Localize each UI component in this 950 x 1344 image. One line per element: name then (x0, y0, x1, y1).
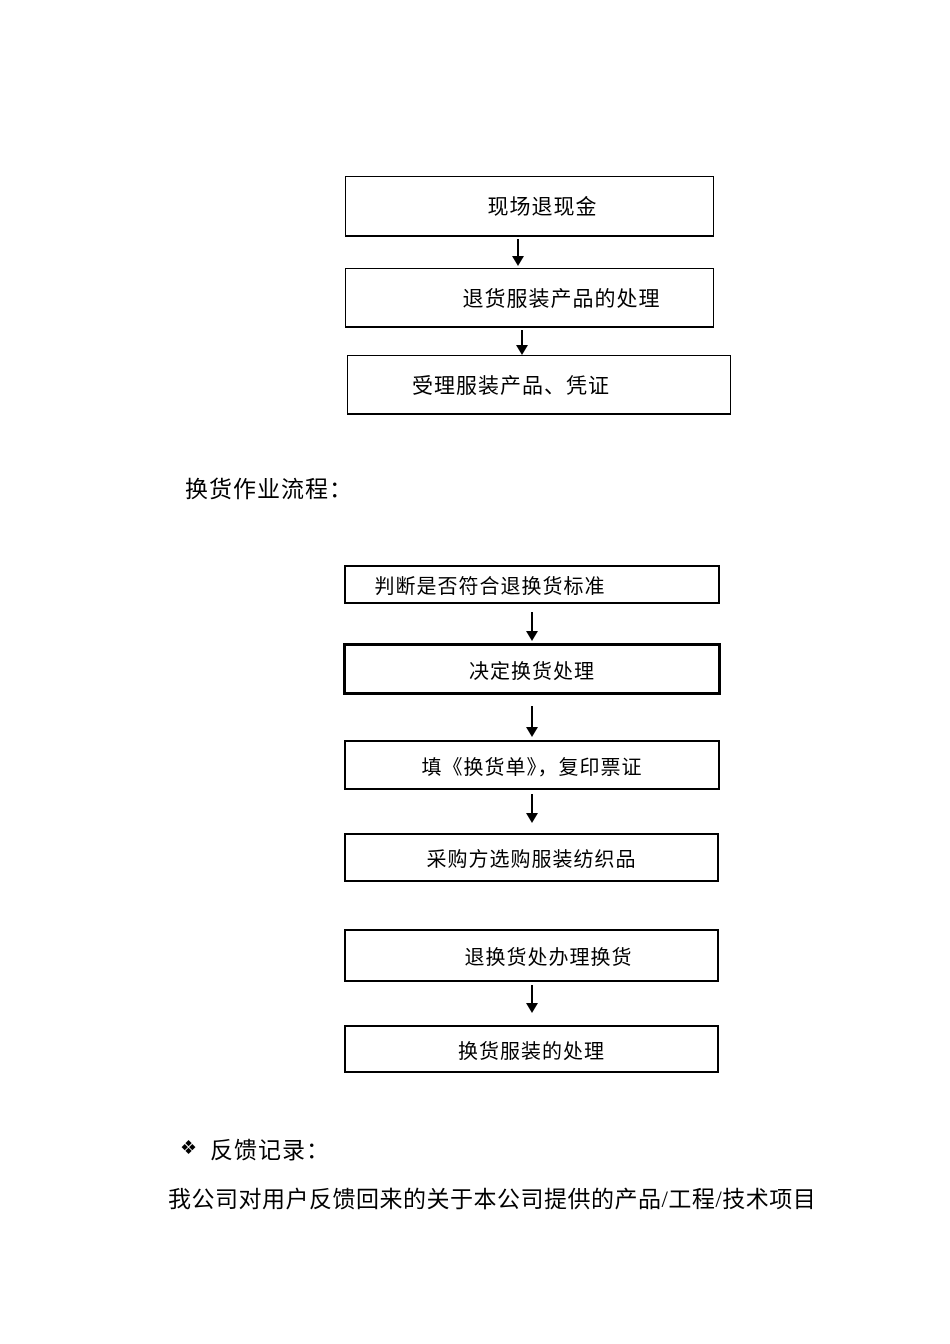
feedback-record-line: ❖ 反馈记录： (180, 1131, 330, 1165)
feedback-body-text: 我公司对用户反馈回来的关于本公司提供的产品/工程/技术项目 (168, 1187, 817, 1212)
down-arrow-icon (525, 706, 539, 737)
flow-box-label: 采购方选购服装纺织品 (426, 849, 637, 871)
down-arrow-icon (515, 330, 529, 355)
flow-box-returned-garment-handling: 退货服装产品的处理 (345, 268, 714, 328)
flow-box-label: 退换货处办理换货 (464, 947, 633, 969)
down-arrow-icon (525, 794, 539, 823)
flow-box-buyer-select-textile: 采购方选购服装纺织品 (344, 833, 719, 882)
flow-box-exchanged-garment-handling: 换货服装的处理 (344, 1025, 719, 1073)
down-arrow-icon (525, 612, 539, 641)
flow-box-label: 判断是否符合退换货标准 (374, 576, 606, 598)
section-heading-exchange-process: 换货作业流程： (185, 477, 353, 502)
diamond-bullet-icon: ❖ (180, 1137, 198, 1159)
flow-box-label: 受理服装产品、凭证 (412, 373, 610, 398)
flow-box-label: 退货服装产品的处理 (462, 286, 661, 311)
flow-box-label: 换货服装的处理 (458, 1040, 605, 1063)
flow-box-refund-cash: 现场退现金 (345, 176, 714, 237)
flow-box-label: 决定换货处理 (469, 660, 595, 683)
flow-box-judge-exchange-standard: 判断是否符合退换货标准 (344, 565, 720, 604)
flow-box-fill-exchange-form: 填《换货单》，复印票证 (344, 740, 720, 790)
feedback-heading: 反馈记录： (210, 1138, 331, 1163)
flow-box-accept-garment-voucher: 受理服装产品、凭证 (347, 355, 731, 415)
flow-box-label: 填《换货单》，复印票证 (421, 756, 643, 779)
flow-box-label: 现场退现金 (487, 195, 598, 219)
down-arrow-icon (511, 239, 525, 266)
flow-box-exchange-desk-handle: 退换货处办理换货 (344, 929, 719, 982)
flow-box-decide-exchange: 决定换货处理 (343, 643, 721, 695)
down-arrow-icon (525, 985, 539, 1013)
